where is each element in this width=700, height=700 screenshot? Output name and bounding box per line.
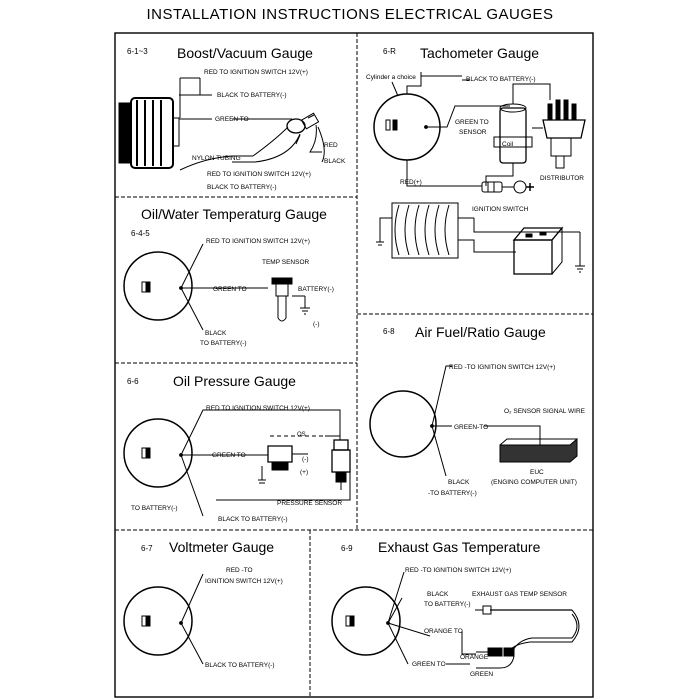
oilpress-battery-label: TO BATTERY(-) (131, 505, 178, 512)
boost-black-short: BLACK (324, 158, 346, 165)
tacho-black-label: BLACK TO BATTERY(-) (466, 76, 536, 83)
oilwater-connector-icon (141, 281, 151, 293)
oilwater-battery-label: BATTERY(-) (298, 286, 334, 293)
egt-black-label-2: TO BATTERY(-) (424, 601, 471, 608)
oilwater-green-label: GREEN TO (213, 286, 247, 293)
egt-green-label: GREEN TO (412, 661, 446, 668)
panel-frames (114, 32, 594, 698)
oilpress-red-label: RED TO IGNITION SWITCH 12V(+) (206, 405, 310, 412)
euc-box-icon (499, 437, 578, 463)
afr-black-label-2: -TO BATTERY(-) (428, 490, 477, 497)
volt-red-label-1: RED -TO (226, 567, 253, 574)
boost-heading: Boost/Vacuum Gauge (177, 45, 313, 61)
egt-orange-label-2: ORANGE (460, 654, 489, 661)
tacho-green-label-2: SENSOR (459, 129, 487, 136)
afr-euc-label-2: (ENGING COMPUTER UNIT) (491, 479, 577, 486)
egt-black-label-1: BLACK (427, 591, 449, 598)
afr-black-label-1: BLACK (448, 479, 470, 486)
air-fuel-ratio-panel: 6-8 Air Fuel/Ratio Gauge RED -TO IGNITIO… (369, 324, 586, 497)
volt-code: 6-7 (141, 544, 153, 553)
boost-black2-label: BLACK TO BATTERY(-) (207, 184, 277, 191)
afr-code: 6-8 (383, 327, 395, 336)
boost-red-short: RED (324, 142, 338, 149)
tacho-cylinder-label: Cylinder a choice (366, 74, 416, 81)
boost-red2-label: RED TO IGNITION SWITCH 12V(+) (207, 171, 311, 178)
egt-gauge-icon (331, 586, 401, 656)
battery-icon (512, 226, 585, 275)
oilpress-sensor-label: PRESSURE SENSOR (277, 500, 342, 507)
tacho-code: 6-R (383, 47, 396, 56)
oil-pressure-panel: 6-6 Oil Pressure Gauge RED TO IGNITION S… (123, 373, 351, 523)
voltmeter-panel: 6-7 Voltmeter Gauge RED -TO IGNITION SWI… (123, 539, 283, 669)
tacho-green-label-1: GREEN TO (455, 119, 489, 126)
oilpress-gauge-icon (123, 418, 193, 488)
afr-heading: Air Fuel/Ratio Gauge (415, 324, 546, 340)
distributor-label: DISTRIBUTOR (540, 175, 584, 182)
oilpress-connector-icon (141, 447, 151, 459)
page-title: INSTALLATION INSTRUCTIONS ELECTRICAL GAU… (146, 6, 554, 23)
oilwater-temp-label: TEMP SENSOR (262, 259, 310, 266)
oilpress-plus-label: (+) (300, 469, 308, 476)
oilpress-heading: Oil Pressure Gauge (173, 373, 296, 389)
egt-orange-label: ORANGE TO (424, 628, 463, 635)
egt-red-label: RED -TO IGNITION SWITCH 12V(+) (405, 567, 511, 574)
oil-water-temp-panel: 6-4-5 Oil/Water Temperaturg Gauge RED TO… (123, 206, 334, 347)
coil-label: Coil (502, 141, 514, 148)
oilwater-red-label: RED TO IGNITION SWITCH 12V(+) (206, 238, 310, 245)
tachometer-panel: 6-R Tachometer Gauge Cylinder a choice B… (366, 45, 586, 275)
distributor-icon (520, 83, 586, 169)
ignition-coil-icon (493, 83, 533, 164)
afr-euc-label-1: EUC (530, 469, 544, 476)
ignition-switch-label: IGNITION SWITCH (472, 206, 529, 213)
afr-green-label: GREEN-TO (454, 424, 488, 431)
volt-gauge-icon (123, 586, 193, 656)
egt-code: 6-9 (341, 544, 353, 553)
boost-green-label: GREEN TO (215, 116, 249, 123)
egt-sensor-label: EXHAUST GAS TEMP SENSOR (472, 591, 567, 598)
afr-gauge-icon (369, 390, 437, 458)
oilpress-black-label: BLACK TO BATTERY(-) (218, 516, 288, 523)
pressure-sender-icon (216, 439, 351, 501)
volt-heading: Voltmeter Gauge (169, 539, 274, 555)
volt-black-label: BLACK TO BATTERY(-) (205, 662, 275, 669)
tacho-heading: Tachometer Gauge (420, 45, 539, 61)
afr-o2-label: O₂ SENSOR SIGNAL WIRE (504, 408, 586, 415)
egt-green-label-2: GREEN (470, 671, 493, 678)
boost-gauge-side-icon (118, 97, 180, 169)
oilwater-minus-label: (-) (313, 321, 320, 328)
boost-code: 6-1~3 (127, 47, 148, 56)
egt-heading: Exhaust Gas Temperature (378, 539, 541, 555)
egt-panel: 6-9 Exhaust Gas Temperature RED -TO IGNI… (331, 539, 580, 678)
egt-connector-icon (345, 615, 355, 627)
oilpress-os-label: OS (297, 432, 306, 438)
boost-black-label: BLACK TO BATTERY(-) (217, 92, 287, 99)
oilwater-black-label-1: BLACK (205, 330, 227, 337)
oilpress-green-label: GREEN TO (212, 452, 246, 459)
oilwater-heading: Oil/Water Temperaturg Gauge (141, 206, 327, 222)
oilpress-code: 6-6 (127, 377, 139, 386)
oilwater-code: 6-4-5 (131, 229, 150, 238)
volt-connector-icon (141, 615, 151, 627)
temp-sensor-icon (271, 277, 310, 322)
oilpress-minus-label: (-) (302, 456, 309, 463)
oilwater-gauge-icon (123, 251, 193, 321)
boost-red-label: RED TO IGNITION SWITCH 12V(+) (204, 69, 308, 76)
volt-red-label-2: IGNITION SWITCH 12V(+) (205, 578, 283, 585)
boost-sensor-icon (286, 112, 320, 145)
tacho-cylinder-switch-icon (385, 119, 398, 131)
oilwater-black-label-2: TO BATTERY(-) (200, 340, 247, 347)
afr-red-label: RED -TO IGNITION SWITCH 12V(+) (449, 364, 555, 371)
boost-nylon-label: NYLON TUBING (192, 155, 241, 162)
tacho-red-label: RED(+) (400, 179, 422, 186)
boost-vacuum-panel: 6-1~3 Boost/Vacuum Gauge RED TO IGNITION… (118, 45, 346, 191)
ignition-switch-icon (481, 180, 534, 194)
pressure-sensor-icon (258, 445, 308, 484)
egt-probe-icon (475, 605, 580, 669)
